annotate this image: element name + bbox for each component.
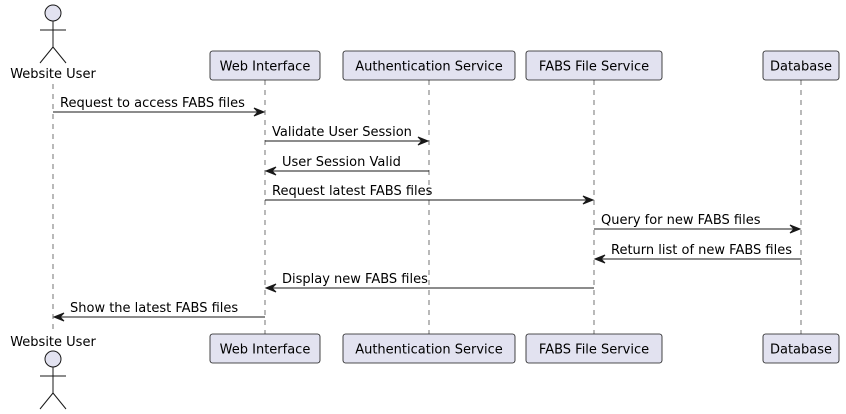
- bottom-participant-db: Database: [762, 333, 840, 364]
- participants-top: Website User Web Interface Authentication …: [10, 4, 840, 82]
- message-5: Query for new FABS files: [594, 213, 802, 234]
- message-label: Show the latest FABS files: [70, 301, 238, 316]
- bottom-participant-fabs: FABS File Service: [525, 333, 663, 364]
- message-6: Return list of new FABS files: [593, 243, 801, 264]
- participant-label: FABS File Service: [539, 60, 649, 75]
- participant-label: Web Interface: [220, 60, 311, 75]
- message-label: User Session Valid: [282, 155, 401, 170]
- actor-head: [44, 4, 62, 22]
- message-label: Request to access FABS files: [60, 96, 245, 111]
- participant-label: Authentication Service: [355, 343, 503, 358]
- message-label: Validate User Session: [272, 125, 412, 140]
- participant-label: Web Interface: [220, 343, 311, 358]
- actor-head: [44, 350, 62, 368]
- message-arrowhead: [593, 254, 606, 264]
- message-3: User Session Valid: [264, 155, 429, 176]
- top-actor-user: Website User: [10, 4, 96, 82]
- participant-box: [762, 333, 840, 364]
- participant-box: [342, 333, 516, 364]
- message-arrowhead: [789, 224, 802, 234]
- message-label: Display new FABS files: [282, 272, 428, 287]
- bottom-participant-web: Web Interface: [209, 333, 321, 364]
- participant-label: Website User: [10, 67, 96, 82]
- participant-box: [525, 50, 663, 81]
- participant-label: Authentication Service: [355, 60, 503, 75]
- message-2: Validate User Session: [265, 125, 430, 146]
- message-label: Query for new FABS files: [601, 213, 761, 228]
- participant-box: [525, 333, 663, 364]
- message-label: Request latest FABS files: [272, 184, 433, 199]
- participant-label: Website User: [10, 335, 96, 350]
- participant-label: FABS File Service: [539, 343, 649, 358]
- participant-box: [342, 50, 516, 81]
- message-arrowhead: [264, 283, 277, 293]
- top-participant-fabs: FABS File Service: [525, 50, 663, 81]
- message-7: Display new FABS files: [264, 272, 594, 293]
- participant-box: [762, 50, 840, 81]
- message-8: Show the latest FABS files: [52, 301, 265, 322]
- bottom-participant-auth: Authentication Service: [342, 333, 516, 364]
- actor-leg-right: [52, 392, 67, 410]
- participant-label: Database: [770, 343, 832, 358]
- top-participant-auth: Authentication Service: [342, 50, 516, 81]
- message-arrowhead: [417, 136, 430, 146]
- bottom-actor-user: Website User: [10, 335, 96, 410]
- lifelines: [52, 80, 802, 334]
- actor-leg-left: [39, 46, 54, 64]
- participant-label: Database: [770, 60, 832, 75]
- message-1: Request to access FABS files: [53, 96, 266, 117]
- participant-box: [209, 50, 321, 81]
- message-4: Request latest FABS files: [265, 184, 595, 205]
- message-arrowhead: [582, 195, 595, 205]
- top-participant-db: Database: [762, 50, 840, 81]
- message-arrowhead: [264, 166, 277, 176]
- message-label: Return list of new FABS files: [611, 243, 792, 258]
- actor-leg-right: [52, 46, 67, 64]
- top-participant-web: Web Interface: [209, 50, 321, 81]
- actor-leg-left: [39, 392, 54, 410]
- message-arrowhead: [52, 312, 65, 322]
- participant-box: [209, 333, 321, 364]
- message-arrowhead: [253, 107, 266, 117]
